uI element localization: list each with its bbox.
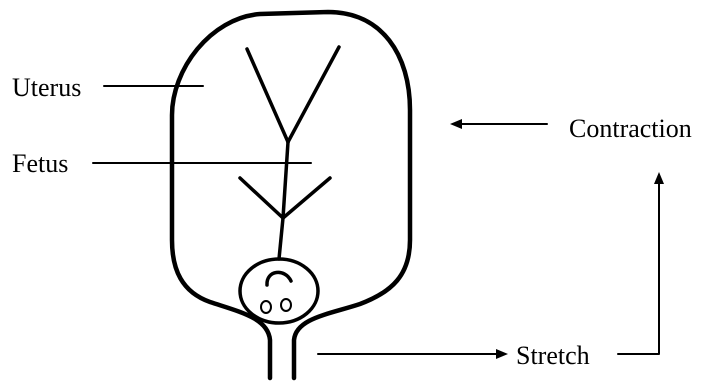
feedback-loop-line <box>618 183 659 354</box>
contraction-label: Contraction <box>569 114 692 143</box>
fetus-face-mouth <box>267 272 291 285</box>
fetus-upper-left-limb <box>247 49 288 142</box>
stretch-arrowhead <box>496 349 508 359</box>
fetus-lower-left-limb <box>240 178 283 218</box>
feedback-loop-arrowhead <box>654 172 664 184</box>
fetus-right-eye <box>281 299 291 311</box>
fetus-upper-right-limb <box>288 47 339 142</box>
fetus-lower-right-limb <box>283 178 330 218</box>
fetus-label: Fetus <box>12 149 68 178</box>
fetus-left-eye <box>261 301 271 313</box>
uterus-label: Uterus <box>12 73 81 102</box>
stretch-label: Stretch <box>516 341 590 370</box>
fetus-head <box>240 259 318 323</box>
contraction-arrowhead <box>450 119 462 129</box>
fetus-body <box>279 142 288 259</box>
